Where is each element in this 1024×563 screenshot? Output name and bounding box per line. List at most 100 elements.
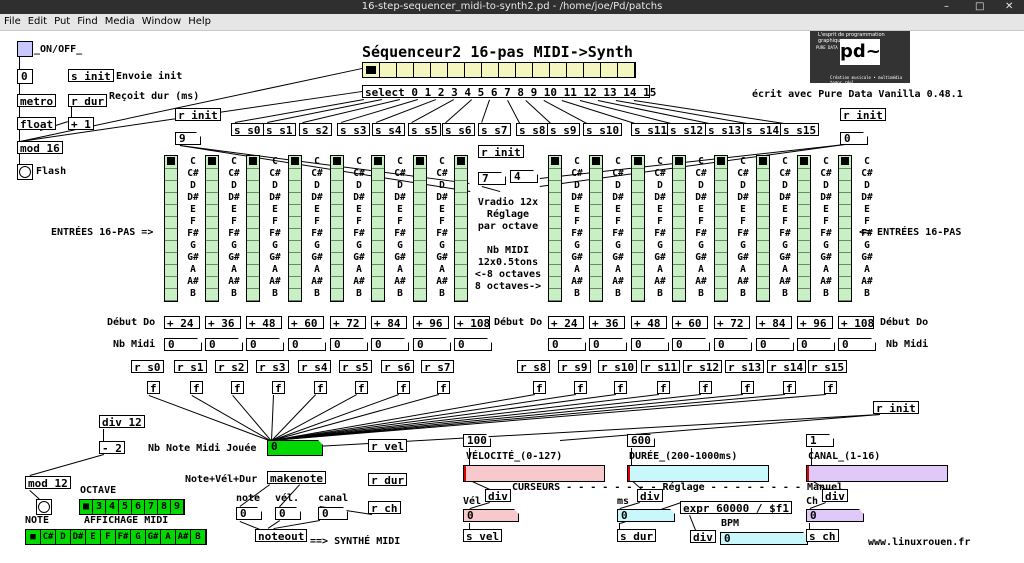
div12-object[interactable]: div 12 [99, 415, 145, 429]
menu-window[interactable]: Window [141, 16, 182, 27]
canal-out-number[interactable]: 0 [318, 507, 348, 520]
note-display-cell[interactable]: F [101, 530, 116, 544]
f-object[interactable]: f [783, 381, 796, 395]
div-dur-object[interactable]: div [637, 489, 663, 503]
f-object[interactable]: f [147, 381, 160, 395]
r-dur-bottom-object[interactable]: r dur [368, 473, 408, 487]
r-init-mid[interactable]: r init [478, 145, 524, 159]
add-object[interactable]: + 72 [330, 316, 366, 330]
octave-digit-cell[interactable]: 4 [106, 500, 119, 514]
octave-mid-number[interactable]: 7 [478, 172, 506, 185]
receive-object[interactable]: r s14 [767, 360, 807, 374]
maximize-icon[interactable]: □ [975, 1, 985, 12]
step-cell[interactable] [499, 63, 516, 77]
send-object[interactable]: s s7 [478, 123, 511, 137]
s-init-object[interactable]: s init [68, 69, 114, 83]
minimize-icon[interactable]: – [944, 1, 949, 12]
nb-midi-number[interactable]: 0 [714, 338, 752, 351]
f-object[interactable]: f [355, 381, 368, 395]
nb-midi-number[interactable]: 0 [330, 338, 368, 351]
step-cell[interactable] [465, 63, 482, 77]
menu-file[interactable]: File [4, 16, 21, 27]
send-object[interactable]: s s6 [442, 123, 475, 137]
menu-media[interactable]: Media [104, 16, 135, 27]
octave-digit-cell[interactable]: 3 [93, 500, 106, 514]
step-cell[interactable] [601, 63, 618, 77]
receive-object[interactable]: r s11 [641, 360, 681, 374]
div-bpm-object[interactable]: div [690, 530, 716, 544]
menu-find[interactable]: Find [77, 16, 98, 27]
add-object[interactable]: + 48 [246, 316, 282, 330]
add-object[interactable]: + 36 [589, 316, 625, 330]
f-object[interactable]: f [699, 381, 712, 395]
note-display-cell[interactable]: B [191, 530, 206, 544]
receive-object[interactable]: r s5 [339, 360, 372, 374]
f-object[interactable]: f [397, 381, 410, 395]
nb-midi-number[interactable]: 0 [371, 338, 409, 351]
note-display-cell[interactable]: D# [71, 530, 86, 544]
makenote-object[interactable]: makenote [267, 471, 326, 485]
note-vradio[interactable] [548, 155, 562, 302]
step-cell[interactable] [397, 63, 414, 77]
close-icon[interactable]: ✕ [1005, 1, 1014, 12]
step-cell[interactable] [516, 63, 533, 77]
div-vel-object[interactable]: div [485, 489, 511, 503]
bpm-number-box[interactable]: 0 [720, 532, 808, 545]
receive-object[interactable]: r s3 [256, 360, 289, 374]
send-object[interactable]: s s0 [231, 123, 264, 137]
s-dur-object[interactable]: s dur [617, 529, 657, 543]
send-object[interactable]: s s10 [583, 123, 623, 137]
send-object[interactable]: s s5 [408, 123, 441, 137]
f-object[interactable]: f [824, 381, 837, 395]
select-object[interactable]: select 0 1 2 3 4 5 6 7 8 9 10 11 12 13 1… [362, 85, 656, 99]
send-object[interactable]: s s3 [337, 123, 370, 137]
note-vradio[interactable] [330, 155, 344, 302]
receive-object[interactable]: r s4 [298, 360, 331, 374]
float-object[interactable]: float [17, 117, 57, 131]
note-vradio[interactable] [246, 155, 260, 302]
octave-digit-cell[interactable]: 8 [158, 500, 171, 514]
nb-midi-number[interactable]: 0 [756, 338, 794, 351]
ch-number-box[interactable]: 0 [806, 509, 864, 522]
nb-midi-number[interactable]: 0 [548, 338, 586, 351]
step-cell[interactable] [618, 63, 635, 77]
dur-number-box[interactable]: 0 [617, 509, 675, 522]
f-object[interactable]: f [533, 381, 546, 395]
canal-number[interactable]: 1 [806, 434, 834, 447]
step-hradio[interactable] [362, 62, 636, 78]
init-zero-message[interactable]: 0 [17, 69, 33, 84]
note-vradio[interactable] [672, 155, 686, 302]
velocity-number[interactable]: 100 [463, 434, 491, 447]
note-played-number[interactable]: 0 [267, 440, 323, 456]
note-vradio[interactable] [288, 155, 302, 302]
add-object[interactable]: + 24 [548, 316, 584, 330]
nb-midi-number[interactable]: 0 [288, 338, 326, 351]
octave-digit-cell[interactable]: ■ [80, 500, 93, 514]
receive-object[interactable]: r s1 [174, 360, 207, 374]
send-object[interactable]: s s2 [299, 123, 332, 137]
octave-left-number[interactable]: 9 [175, 132, 201, 145]
note-display-cell[interactable]: A# [176, 530, 191, 544]
add-object[interactable]: + 48 [631, 316, 667, 330]
plus-one-object[interactable]: + 1 [68, 117, 94, 131]
note-vradio[interactable] [838, 155, 852, 302]
menu-help[interactable]: Help [188, 16, 212, 27]
add-object[interactable]: + 24 [164, 316, 200, 330]
send-object[interactable]: s s11 [631, 123, 671, 137]
note-vradio[interactable] [631, 155, 645, 302]
step-cell[interactable] [380, 63, 397, 77]
octave-mid2-number[interactable]: 4 [510, 170, 538, 183]
r-vel-object[interactable]: r vel [368, 439, 408, 453]
add-object[interactable]: + 108 [454, 316, 490, 330]
nb-midi-number[interactable]: 0 [672, 338, 710, 351]
nb-midi-number[interactable]: 0 [164, 338, 202, 351]
velocity-slider[interactable] [463, 465, 605, 482]
add-object[interactable]: + 72 [714, 316, 750, 330]
duration-slider[interactable] [627, 465, 769, 482]
step-cell[interactable] [414, 63, 431, 77]
s-vel-object[interactable]: s vel [463, 529, 503, 543]
step-cell[interactable] [363, 63, 380, 77]
vel-out-number[interactable]: 0 [275, 507, 301, 520]
